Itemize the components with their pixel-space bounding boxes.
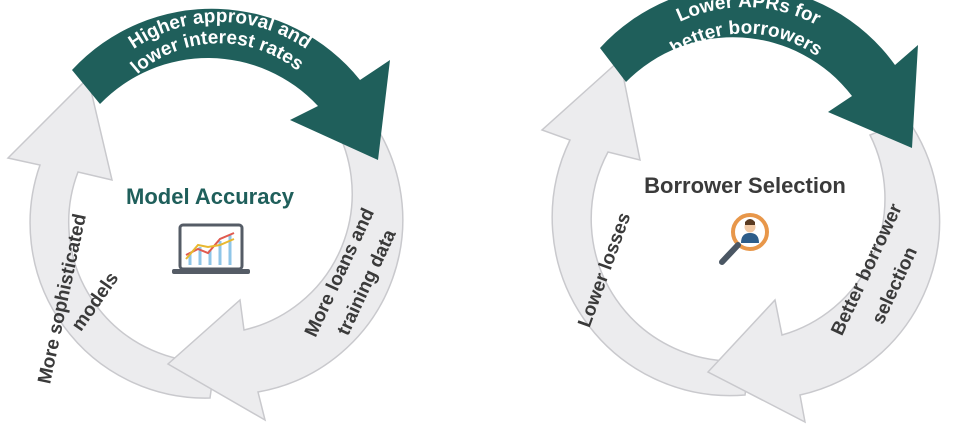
arrow-top-higher-approval (72, 8, 390, 161)
center-title-model-accuracy: Model Accuracy (126, 184, 295, 209)
center-title-borrower-selection: Borrower Selection (644, 173, 846, 198)
cycle-model-accuracy: Higher approval and lower interest rates… (6, 6, 404, 422)
magnifier-person-icon (719, 213, 769, 265)
arrow-left-lower-losses (540, 58, 751, 397)
arrow-right-better-selection (706, 119, 941, 424)
laptop-chart-icon (172, 223, 250, 274)
arrow-right-more-loans (166, 104, 404, 422)
arrow-left-sophisticated-models (6, 76, 216, 399)
arrow-top-lower-aprs (600, 0, 918, 148)
cycle-borrower-selection: Lower APRs for better borrowers Lower lo… (540, 0, 941, 424)
